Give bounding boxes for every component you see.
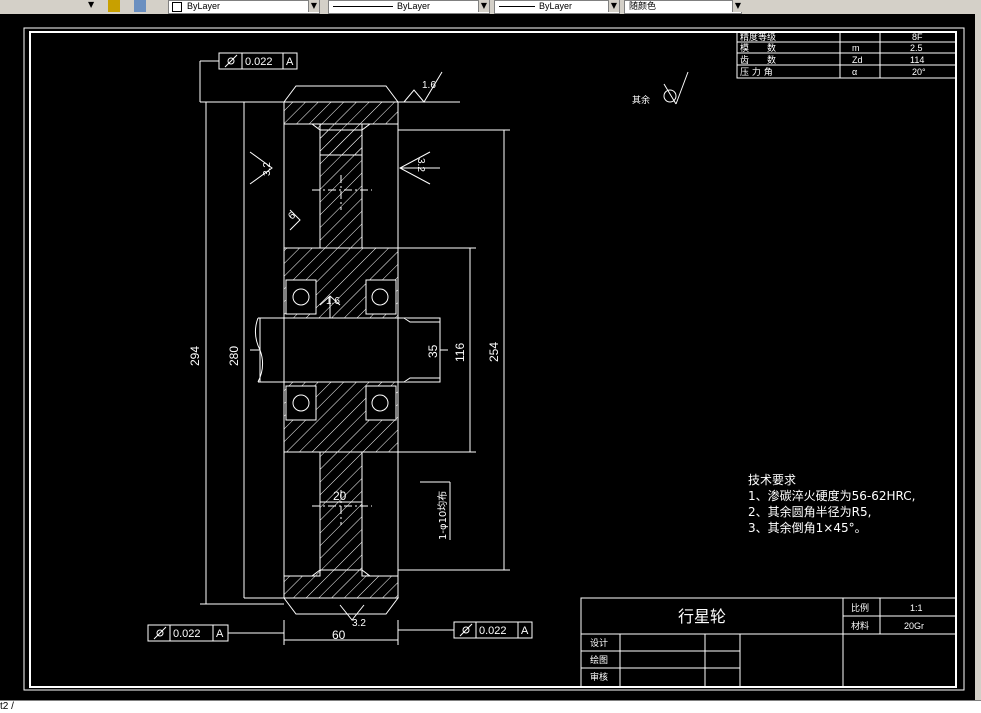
tech-req-line-2: 2、其余圆角半径为R5, (748, 504, 871, 519)
tolerance-frame-top (199, 52, 298, 102)
layout-tab[interactable]: t2 / (0, 701, 14, 712)
tolerance-value-bottom-left: 0.022 (173, 628, 201, 640)
chevron-down-icon[interactable]: ▼ (478, 0, 489, 12)
tech-req-title: 技术要求 (748, 473, 796, 487)
table-row-value: 2.5 (910, 43, 923, 53)
gear-parameter-table (736, 31, 957, 79)
lineweight-control-label: ByLayer (539, 1, 573, 11)
dim-35: 35 (426, 344, 440, 358)
roughness-3-2-right: 3.2 (415, 158, 426, 172)
dim-294: 294 (188, 346, 202, 366)
gear-section (254, 85, 441, 615)
chevron-down-icon[interactable]: ▼ (608, 0, 619, 12)
plotstyle-control[interactable]: 随颜色 (624, 0, 742, 14)
plotstyle-control-label: 随颜色 (629, 1, 657, 11)
tolerance-frame-bottom-left (147, 624, 284, 642)
tech-req-line-3: 3、其余倒角1×45°。 (748, 520, 867, 535)
draw-label: 绘图 (590, 654, 608, 666)
layout-tab-bar: t2 / (0, 700, 981, 713)
layer-dropdown-end[interactable]: ▼ (88, 0, 104, 12)
color-control[interactable]: ByLayer (168, 0, 320, 14)
table-row-value: 8F (912, 32, 923, 42)
table-row-name: 压 力 角 (740, 66, 773, 78)
roughness-3-2-bottom: 3.2 (352, 618, 366, 629)
dim-60: 60 (332, 628, 346, 642)
vertical-scrollbar[interactable] (975, 14, 981, 700)
design-label: 设计 (590, 637, 608, 649)
color-control-label: ByLayer (187, 1, 221, 11)
inner-frame (29, 31, 957, 688)
tolerance-datum-bottom-right: A (521, 625, 529, 637)
table-row-value: 114 (910, 55, 924, 65)
roughness-1-6-top: 1.6 (422, 80, 436, 91)
outer-frame (23, 27, 965, 691)
table-row-symbol: α (852, 67, 857, 77)
tolerance-value-top: 0.022 (245, 56, 273, 68)
material-value: 20Gr (904, 621, 924, 631)
linetype-preview (333, 6, 393, 7)
scale-label: 比例 (851, 602, 869, 614)
dim-holes: 1-φ10均布 (437, 491, 449, 540)
roughness-3-2-left: 3.2 (262, 162, 273, 176)
tolerance-frame-bottom-right (398, 621, 533, 639)
dimension-lines (200, 101, 510, 645)
table-row-name: 齿 数 (740, 54, 776, 66)
cad-drawing: 精度等级 模 数 齿 数 压 力 角 m Zd α 8F 2.5 114 20°… (23, 27, 965, 691)
drawing-canvas[interactable]: 精度等级 模 数 齿 数 压 力 角 m Zd α 8F 2.5 114 20°… (0, 14, 981, 700)
tolerance-datum-top: A (286, 56, 294, 68)
dim-116: 116 (453, 343, 467, 362)
part-name: 行星轮 (678, 607, 726, 626)
chevron-down-icon[interactable]: ▼ (308, 0, 319, 12)
other-roughness-label: 其余 (632, 94, 650, 106)
material-label: 材料 (851, 620, 869, 632)
table-row-name: 模 数 (740, 42, 776, 54)
roughness-symbols (249, 71, 460, 621)
scale-value: 1:1 (910, 603, 923, 613)
chevron-down-icon[interactable]: ▼ (732, 0, 743, 12)
tolerance-value-bottom-right: 0.022 (479, 625, 507, 637)
layer-state-icon[interactable] (108, 0, 120, 12)
linetype-control[interactable]: ByLayer (328, 0, 490, 14)
tech-req-line-1: 1、渗碳淬火硬度为56-62HRC, (748, 488, 915, 503)
layers-icon[interactable] (134, 0, 146, 12)
lineweight-preview (499, 6, 535, 7)
table-row-symbol: m (852, 43, 860, 53)
dim-20: 20 (333, 489, 347, 503)
roughness-1-6-bore: 1.6 (326, 296, 340, 307)
other-roughness-symbol: 其余 (632, 71, 689, 106)
title-block (580, 597, 957, 688)
dim-254: 254 (487, 342, 501, 362)
table-row-name: 精度等级 (740, 31, 776, 43)
table-row-symbol: Zd (852, 55, 863, 65)
linetype-control-label: ByLayer (397, 1, 431, 11)
check-label: 审核 (590, 671, 608, 683)
tolerance-datum-bottom-left: A (216, 628, 224, 640)
properties-toolbar: ▼ ByLayer ▼ ByLayer ▼ ByLayer ▼ 随颜色 ▼ (0, 0, 981, 15)
dim-280: 280 (227, 346, 241, 366)
table-row-value: 20° (912, 67, 926, 77)
lineweight-control[interactable]: ByLayer (494, 0, 620, 14)
